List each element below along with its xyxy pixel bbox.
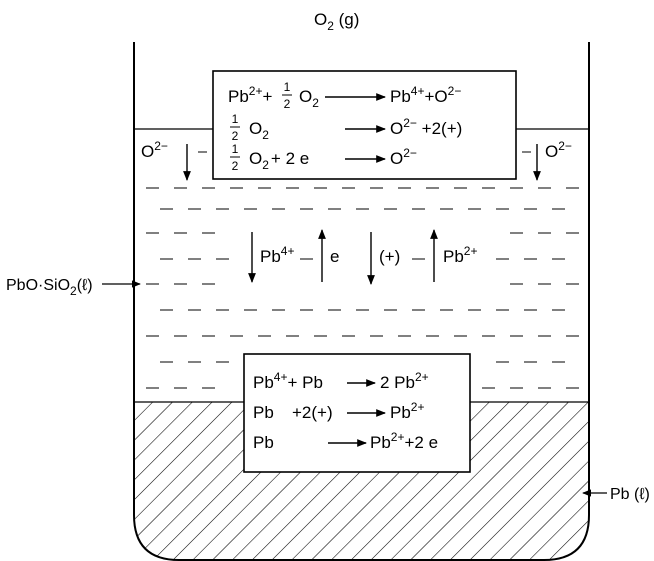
interface-reaction-3: Pb Pb2++2 e bbox=[253, 430, 438, 452]
surface-oxide-right: O2− bbox=[522, 139, 572, 181]
svg-text:O2: O2 bbox=[249, 119, 269, 142]
interface-reaction-2: Pb +2(+) Pb2+ bbox=[253, 400, 424, 422]
svg-text:O2−: O2− bbox=[545, 139, 572, 161]
slag-dashes bbox=[146, 187, 579, 389]
species-pb2plus: Pb2+ bbox=[430, 229, 477, 282]
crucible-outline bbox=[133, 42, 590, 561]
surface-oxide-left: O2− bbox=[141, 139, 207, 181]
svg-text:O2−: O2− bbox=[141, 139, 168, 161]
svg-text:Pb: Pb bbox=[253, 433, 274, 452]
metal-label: Pb (ℓ) bbox=[582, 486, 650, 503]
svg-text:Pb2+: Pb2+ bbox=[443, 244, 477, 266]
svg-text:Pb: Pb bbox=[253, 403, 274, 422]
reactant-text: Pb2++ bbox=[228, 84, 272, 106]
svg-text:2: 2 bbox=[232, 159, 239, 173]
svg-text:Pb4+: Pb4+ bbox=[260, 244, 294, 266]
svg-text:O2− +2(+): O2− +2(+) bbox=[390, 116, 462, 138]
svg-text:O2−: O2− bbox=[390, 146, 417, 168]
surface-reaction-3: 1 2 O2+ 2 e O2− bbox=[230, 142, 417, 173]
svg-text:e: e bbox=[330, 247, 339, 266]
gas-label: O2 (g) bbox=[314, 10, 359, 33]
svg-text:(+): (+) bbox=[379, 247, 400, 266]
svg-text:Pb2+: Pb2+ bbox=[390, 400, 424, 422]
svg-text:2: 2 bbox=[232, 129, 239, 143]
slag-label: PbO·SiO2(ℓ) bbox=[6, 277, 141, 298]
svg-text:Pb2++2 e: Pb2++2 e bbox=[370, 430, 438, 452]
species-electron: e bbox=[318, 229, 339, 282]
svg-text:2 Pb2+: 2 Pb2+ bbox=[380, 370, 429, 392]
svg-text:PbO·SiO2(ℓ): PbO·SiO2(ℓ) bbox=[6, 277, 93, 298]
svg-text:1: 1 bbox=[232, 112, 239, 126]
transport-species: Pb4+ e (+) Pb2+ bbox=[248, 229, 477, 285]
svg-text:O2+ 2 e: O2+ 2 e bbox=[249, 149, 309, 172]
svg-text:1: 1 bbox=[284, 80, 291, 94]
interface-reaction-box: Pb4++ Pb 2 Pb2+ Pb +2(+) Pb2+ Pb Pb2++2 … bbox=[243, 353, 471, 473]
svg-text:O2: O2 bbox=[299, 87, 319, 110]
svg-text:+2(+): +2(+) bbox=[292, 403, 333, 422]
svg-text:1: 1 bbox=[232, 142, 239, 156]
surface-reaction-2: 1 2 O2 O2− +2(+) bbox=[230, 112, 462, 143]
surface-reaction-1: Pb2++ 1 2 O2 Pb4++O2− bbox=[228, 80, 461, 111]
svg-text:Pb4++ Pb: Pb4++ Pb bbox=[253, 370, 323, 392]
svg-text:2: 2 bbox=[284, 97, 291, 111]
species-pb4plus: Pb4+ bbox=[248, 232, 294, 283]
surface-reaction-box: Pb2++ 1 2 O2 Pb4++O2− 1 2 O2 O2− +2(+) 1… bbox=[212, 70, 517, 180]
species-hole: (+) bbox=[367, 232, 400, 285]
svg-text:Pb4++O2−: Pb4++O2− bbox=[390, 84, 461, 106]
interface-reaction-1: Pb4++ Pb 2 Pb2+ bbox=[253, 370, 429, 392]
svg-text:Pb (ℓ): Pb (ℓ) bbox=[610, 486, 650, 503]
